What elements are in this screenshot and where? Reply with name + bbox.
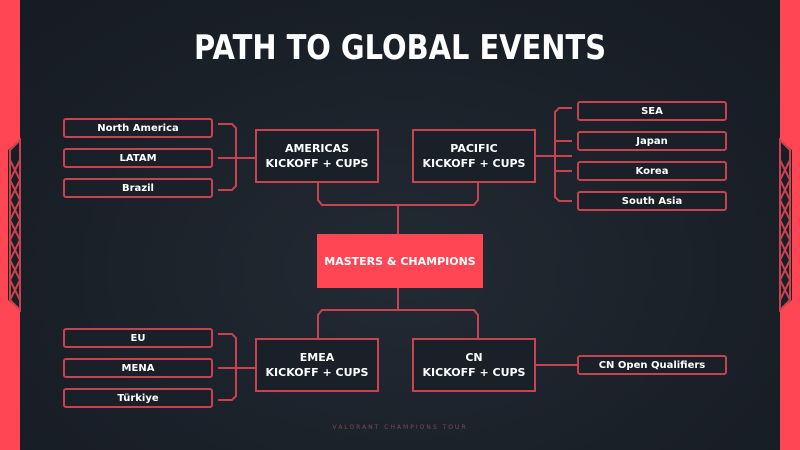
footer-brand: VALORANT CHAMPIONS TOUR <box>332 424 468 431</box>
americas-hub: AMERICAS KICKOFF + CUPS <box>255 129 379 183</box>
emea-hub: EMEA KICKOFF + CUPS <box>255 338 379 392</box>
region-cn-open-qualifiers: CN Open Qualifiers <box>577 355 727 375</box>
hub-name: AMERICAS <box>284 142 350 155</box>
region-mena: MENA <box>63 358 213 378</box>
hub-subtitle: KICKOFF + CUPS <box>265 157 369 170</box>
region-north-america: North America <box>63 118 213 138</box>
region-korea: Korea <box>577 161 727 181</box>
page-title: PATH TO GLOBAL EVENTS <box>193 28 607 68</box>
region-south-asia: South Asia <box>577 191 727 211</box>
hub-name: PACIFIC <box>450 142 498 155</box>
masters-champions-box: MASTERS & CHAMPIONS <box>317 234 483 288</box>
region-eu: EU <box>63 328 213 348</box>
cn-hub: CN KICKOFF + CUPS <box>412 338 536 392</box>
region-brazil: Brazil <box>63 178 213 198</box>
region-turkiye: Türkiye <box>63 388 213 408</box>
hub-subtitle: KICKOFF + CUPS <box>422 366 526 379</box>
hub-subtitle: KICKOFF + CUPS <box>265 366 369 379</box>
hub-name: CN <box>465 351 483 364</box>
region-sea: SEA <box>577 101 727 121</box>
region-japan: Japan <box>577 131 727 151</box>
region-latam: LATAM <box>63 148 213 168</box>
hub-name: EMEA <box>299 351 335 364</box>
hub-subtitle: KICKOFF + CUPS <box>422 157 526 170</box>
pacific-hub: PACIFIC KICKOFF + CUPS <box>412 129 536 183</box>
